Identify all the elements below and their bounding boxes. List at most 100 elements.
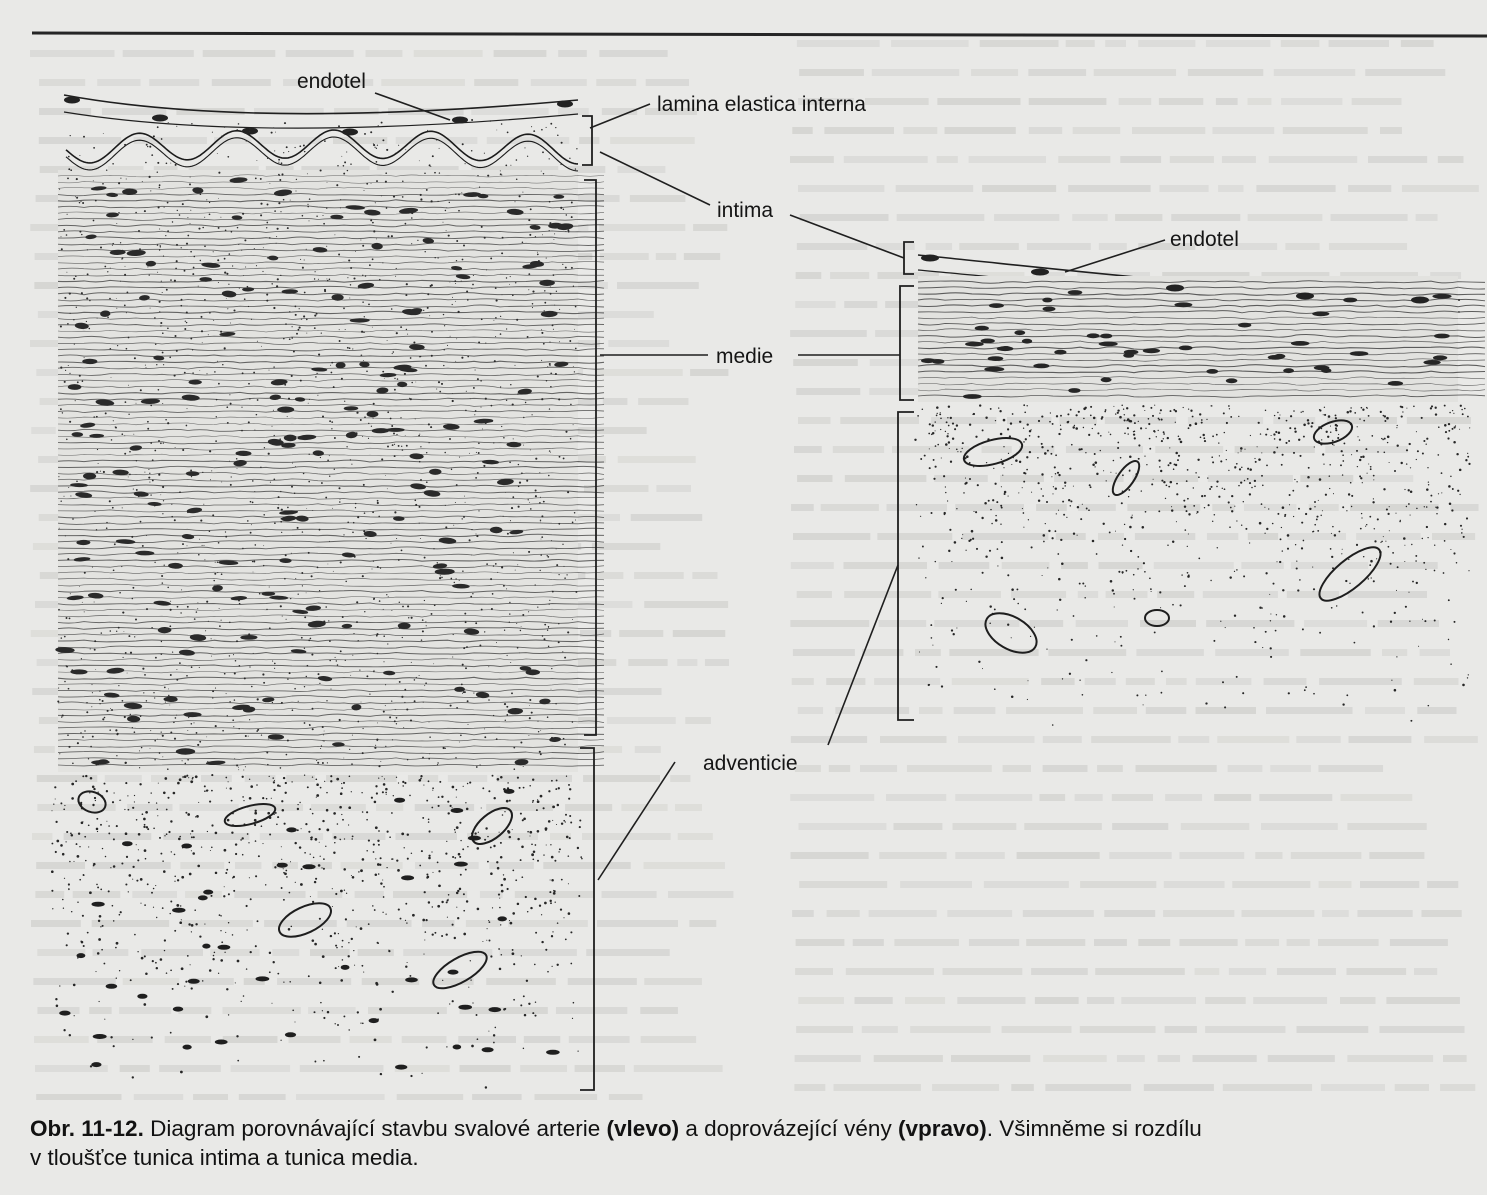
stipple-dot bbox=[1444, 523, 1446, 525]
stipple-dot bbox=[280, 275, 281, 276]
stipple-dot bbox=[98, 920, 100, 922]
stipple-dot bbox=[154, 450, 156, 452]
stipple-dot bbox=[202, 227, 204, 229]
stipple-dot bbox=[1212, 461, 1214, 463]
stipple-dot bbox=[1092, 428, 1093, 429]
stipple-dot bbox=[358, 640, 359, 641]
stipple-dot bbox=[192, 713, 194, 715]
stipple-dot bbox=[1240, 481, 1242, 483]
stipple-dot bbox=[530, 907, 532, 909]
stipple-dot bbox=[202, 980, 204, 982]
stipple-dot bbox=[358, 287, 359, 288]
stipple-dot bbox=[113, 920, 115, 922]
stipple-dot bbox=[441, 577, 443, 579]
stipple-dot bbox=[294, 688, 296, 690]
stipple-dot bbox=[323, 223, 325, 225]
stipple-dot bbox=[316, 313, 318, 315]
stipple-dot bbox=[232, 934, 234, 936]
stipple-dot bbox=[456, 240, 458, 242]
stipple-dot bbox=[553, 892, 556, 895]
stipple-dot bbox=[1177, 459, 1179, 461]
stipple-dot bbox=[1265, 410, 1266, 411]
stipple-dot bbox=[330, 688, 331, 689]
stipple-dot bbox=[513, 999, 515, 1001]
stipple-dot bbox=[83, 945, 85, 947]
stipple-dot bbox=[1460, 525, 1462, 527]
stipple-dot bbox=[297, 808, 299, 810]
stipple-dot bbox=[517, 564, 518, 565]
stipple-dot bbox=[258, 855, 260, 857]
stipple-dot bbox=[269, 776, 270, 777]
stipple-dot bbox=[1294, 431, 1296, 433]
stipple-dot bbox=[1277, 513, 1279, 515]
stipple-dot bbox=[1117, 447, 1119, 449]
stipple-dot bbox=[75, 196, 76, 197]
stipple-dot bbox=[68, 688, 70, 690]
stipple-dot bbox=[557, 922, 559, 924]
stipple-dot bbox=[375, 745, 376, 746]
stipple-dot bbox=[317, 762, 319, 764]
stipple-dot bbox=[334, 836, 337, 839]
stipple-dot bbox=[211, 470, 212, 471]
stipple-dot bbox=[1172, 541, 1174, 543]
stipple-dot bbox=[485, 342, 486, 343]
stipple-dot bbox=[446, 841, 447, 842]
stipple-dot bbox=[1187, 572, 1189, 574]
stipple-dot bbox=[112, 507, 114, 509]
stipple-dot bbox=[1092, 540, 1095, 543]
stipple-dot bbox=[448, 894, 450, 896]
stipple-dot bbox=[1059, 599, 1061, 601]
stipple-dot bbox=[455, 283, 456, 284]
stipple-dot bbox=[1444, 405, 1446, 407]
stipple-dot bbox=[174, 335, 176, 337]
stipple-dot bbox=[312, 728, 314, 730]
stipple-dot bbox=[478, 510, 479, 511]
muscle-nucleus bbox=[1054, 350, 1066, 355]
stipple-dot bbox=[68, 365, 69, 366]
stipple-dot bbox=[499, 832, 500, 833]
stipple-dot bbox=[464, 496, 465, 497]
stipple-dot bbox=[318, 673, 320, 675]
stipple-dot bbox=[540, 554, 541, 555]
stipple-dot bbox=[570, 438, 572, 440]
stipple-dot bbox=[81, 658, 82, 659]
stipple-dot bbox=[1003, 446, 1004, 447]
stipple-dot bbox=[139, 767, 140, 768]
stipple-dot bbox=[351, 938, 353, 940]
artery-endothelium bbox=[64, 95, 578, 114]
stipple-dot bbox=[1131, 517, 1133, 519]
stipple-dot bbox=[1110, 434, 1112, 436]
stipple-dot bbox=[1426, 488, 1429, 491]
stipple-dot bbox=[540, 730, 541, 731]
stipple-dot bbox=[531, 414, 532, 415]
stipple-dot bbox=[427, 307, 429, 309]
stipple-dot bbox=[1041, 416, 1043, 418]
stipple-dot bbox=[501, 884, 503, 886]
stipple-dot bbox=[518, 464, 519, 465]
stipple-dot bbox=[71, 834, 74, 837]
stipple-dot bbox=[56, 840, 59, 843]
muscle-nucleus bbox=[1001, 346, 1011, 351]
stipple-dot bbox=[337, 823, 339, 825]
stipple-dot bbox=[377, 863, 380, 866]
stipple-dot bbox=[333, 812, 336, 815]
stipple-dot bbox=[259, 593, 261, 595]
stipple-dot bbox=[311, 654, 313, 656]
stipple-dot bbox=[289, 311, 290, 312]
stipple-dot bbox=[297, 829, 299, 831]
fibroblast-nucleus bbox=[91, 1062, 101, 1067]
stipple-dot bbox=[1057, 609, 1058, 610]
stipple-dot bbox=[1459, 494, 1460, 495]
stipple-dot bbox=[573, 286, 574, 287]
stipple-dot bbox=[147, 266, 148, 267]
stipple-dot bbox=[484, 153, 485, 154]
artery-media-area bbox=[58, 170, 578, 772]
stipple-dot bbox=[167, 768, 169, 770]
stipple-dot bbox=[1212, 521, 1213, 522]
stipple-dot bbox=[1448, 639, 1449, 640]
stipple-dot bbox=[499, 907, 501, 909]
stipple-dot bbox=[317, 395, 318, 396]
stipple-dot bbox=[517, 777, 519, 779]
stipple-dot bbox=[1055, 530, 1057, 532]
stipple-dot bbox=[500, 924, 501, 925]
